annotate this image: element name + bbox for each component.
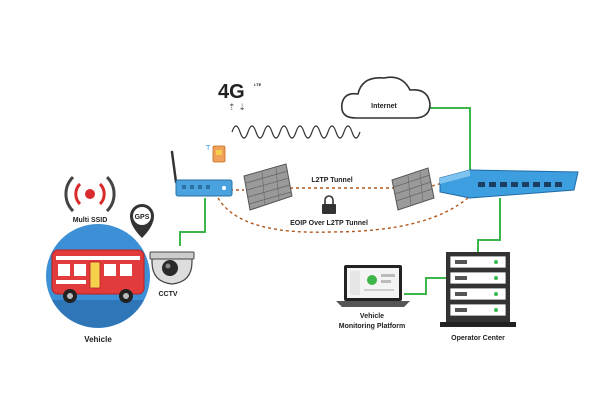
vehicle-monitoring-label-line2: Monitoring Platform — [339, 323, 406, 330]
fourg-sub-label: LTE — [254, 82, 262, 87]
sim-card-icon: T — [205, 144, 226, 163]
fourg-label: 4G — [218, 81, 245, 103]
vehicle-label: Vehicle — [84, 335, 112, 344]
eoip-tunnel-line — [217, 195, 471, 233]
gps-label: GPS — [135, 214, 150, 221]
switch-icon — [439, 169, 579, 199]
eoip-tunnel-label: EOIP Over L2TP Tunnel — [290, 220, 368, 227]
wifi-icon — [64, 175, 116, 213]
internet-link-line — [430, 107, 471, 172]
cctv-camera-icon — [149, 251, 195, 285]
fourg-signal-icon: 4G LTE ⇡ ⇣ — [218, 81, 361, 139]
vehicle-group — [46, 224, 150, 328]
bus-icon — [51, 249, 145, 303]
laptop-icon — [336, 265, 410, 307]
svg-text:T: T — [205, 144, 211, 152]
lock-icon — [322, 195, 336, 214]
multi-ssid-label: Multi SSID — [73, 217, 108, 224]
l2tp-tunnel-label: L2TP Tunnel — [311, 177, 352, 184]
wireless-wave-icon — [231, 125, 361, 139]
gps-pin-icon: GPS — [130, 204, 154, 238]
vehicle-monitoring-label-line1: Vehicle — [360, 313, 384, 320]
laptop-server-link-line — [404, 277, 450, 295]
internet-label: Internet — [371, 103, 397, 110]
server-rack-icon — [440, 252, 516, 327]
fourg-arrows-icon: ⇡ ⇣ — [228, 103, 246, 113]
switch-operator-link-line — [477, 198, 501, 252]
router-icon — [170, 150, 233, 197]
operator-center-label: Operator Center — [451, 335, 505, 342]
cloud-icon: Internet — [340, 76, 431, 119]
firewall-icon — [391, 167, 435, 211]
router-cctv-link-line — [179, 198, 206, 246]
firewall-icon — [243, 163, 293, 211]
cctv-label: CCTV — [158, 291, 177, 298]
